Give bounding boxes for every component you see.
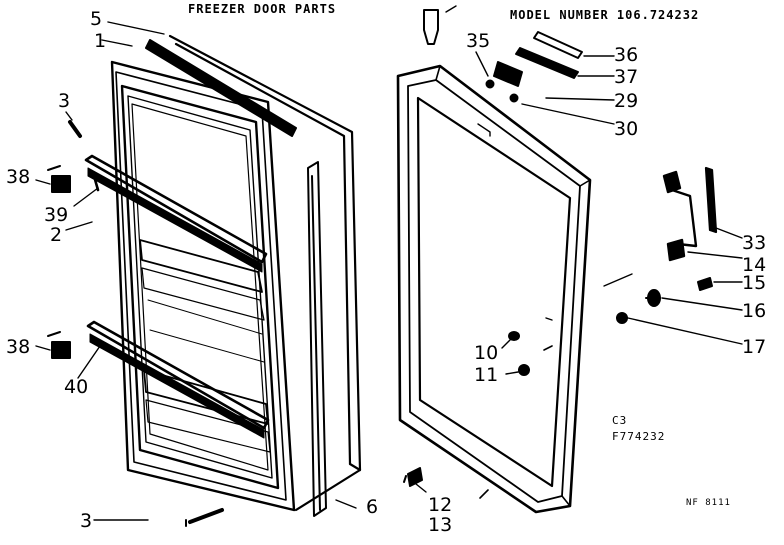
hinge-bracket (485, 61, 523, 103)
shelf-end-cap-lower (47, 331, 71, 359)
callout-15: 15 (742, 272, 767, 294)
callout-10: 10 (474, 342, 499, 364)
figure-number: F774232 (612, 430, 666, 443)
hinge-strip-upper (515, 31, 583, 79)
callout-2: 2 (50, 224, 63, 246)
callout-17: 17 (742, 336, 767, 358)
handle-bolt-16 (645, 289, 661, 307)
callout-37: 37 (614, 66, 639, 88)
callout-38-upper: 38 (6, 166, 31, 188)
door-closure-cam (403, 467, 423, 487)
callout-40: 40 (64, 376, 89, 398)
callout-3-upper: 3 (58, 90, 71, 112)
leader-arrows (479, 345, 553, 499)
frame-bushing-11 (518, 364, 530, 376)
figure-code: C3 (612, 414, 628, 427)
handle-trim-strip (704, 166, 718, 234)
leader-lines (35, 5, 743, 521)
screw-lower (185, 508, 224, 527)
callout-35: 35 (466, 30, 491, 52)
frame-bushing-10 (508, 331, 520, 341)
door-panel (168, 34, 362, 512)
figure-ref: NF 8111 (686, 498, 731, 508)
breaker-strip (145, 39, 297, 137)
callout-6: 6 (366, 496, 379, 518)
callout-16: 16 (742, 300, 767, 322)
door-liner (110, 60, 296, 512)
callout-39: 39 (44, 204, 69, 226)
callout-5: 5 (90, 8, 103, 30)
callout-3-lower: 3 (80, 510, 93, 532)
callout-14: 14 (742, 254, 767, 276)
hinge-pin (423, 9, 439, 45)
door-frame (396, 64, 592, 514)
door-shelf-lower (86, 320, 270, 439)
screw-upper (68, 120, 82, 138)
callout-33: 33 (742, 232, 767, 254)
door-seal-strip (307, 161, 327, 517)
door-handle (662, 170, 698, 262)
door-shelf-upper (84, 154, 268, 273)
callout-30: 30 (614, 118, 639, 140)
callout-12: 12 (428, 494, 453, 516)
shelf-end-cap-upper (47, 165, 71, 193)
handle-plug-15 (697, 277, 713, 291)
callout-1: 1 (94, 30, 107, 52)
callout-11: 11 (474, 364, 499, 386)
callout-29: 29 (614, 90, 639, 112)
callout-36: 36 (614, 44, 639, 66)
model-number: MODEL NUMBER 106.724232 (510, 8, 700, 22)
handle-nut-17 (616, 312, 628, 324)
callout-13: 13 (428, 514, 453, 536)
diagram-title: FREEZER DOOR PARTS (188, 2, 337, 16)
callout-38-lower: 38 (6, 336, 31, 358)
